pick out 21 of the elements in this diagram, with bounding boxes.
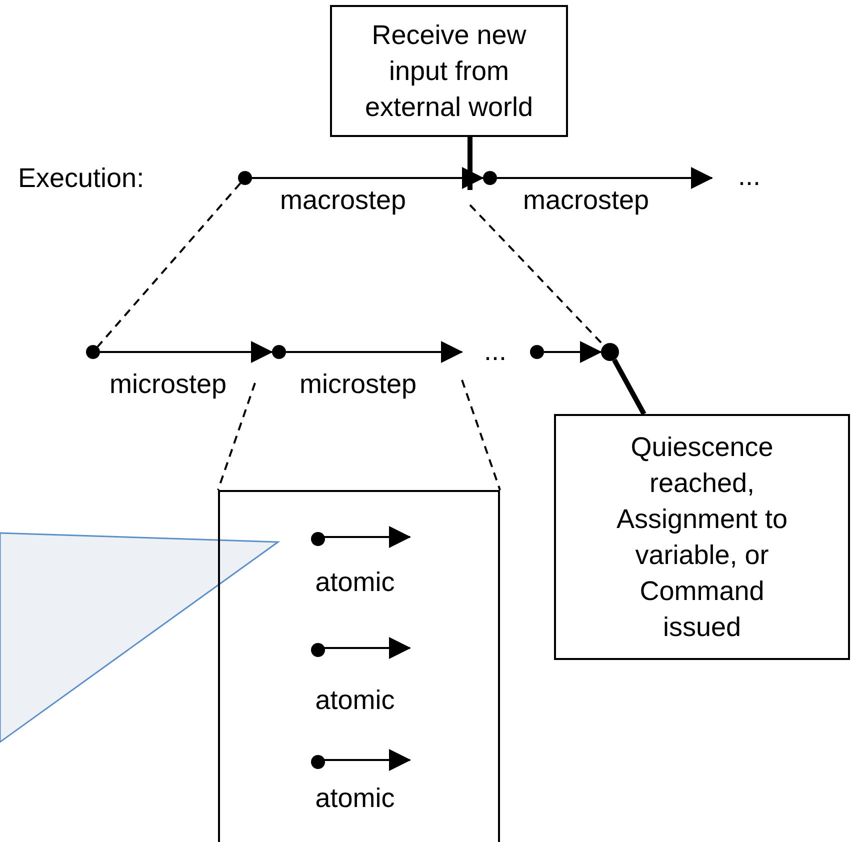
- arrow: [252, 167, 484, 189]
- dashed-line: [461, 380, 501, 490]
- dashed-line: [96, 182, 242, 348]
- callout-shape: [0, 532, 280, 744]
- connector-line: [468, 137, 472, 190]
- arrow: [323, 749, 411, 771]
- ellipsis-text: ...: [738, 160, 761, 192]
- connector-line: [612, 358, 646, 416]
- arrow: [544, 341, 602, 363]
- ellipsis-text: ...: [484, 335, 507, 367]
- arrow: [497, 167, 713, 189]
- arrow: [323, 637, 411, 659]
- arrow: [100, 341, 273, 363]
- row-label: Execution:: [18, 162, 144, 194]
- arrow: [323, 526, 411, 548]
- dashed-line: [217, 382, 256, 490]
- text-box: [554, 414, 850, 660]
- box-text: Quiescence reached, Assignment to variable, or Command issued: [615, 431, 789, 644]
- arrow: [286, 341, 463, 363]
- text-box: [330, 5, 568, 137]
- box-text: Receive new input from external world: [364, 19, 534, 124]
